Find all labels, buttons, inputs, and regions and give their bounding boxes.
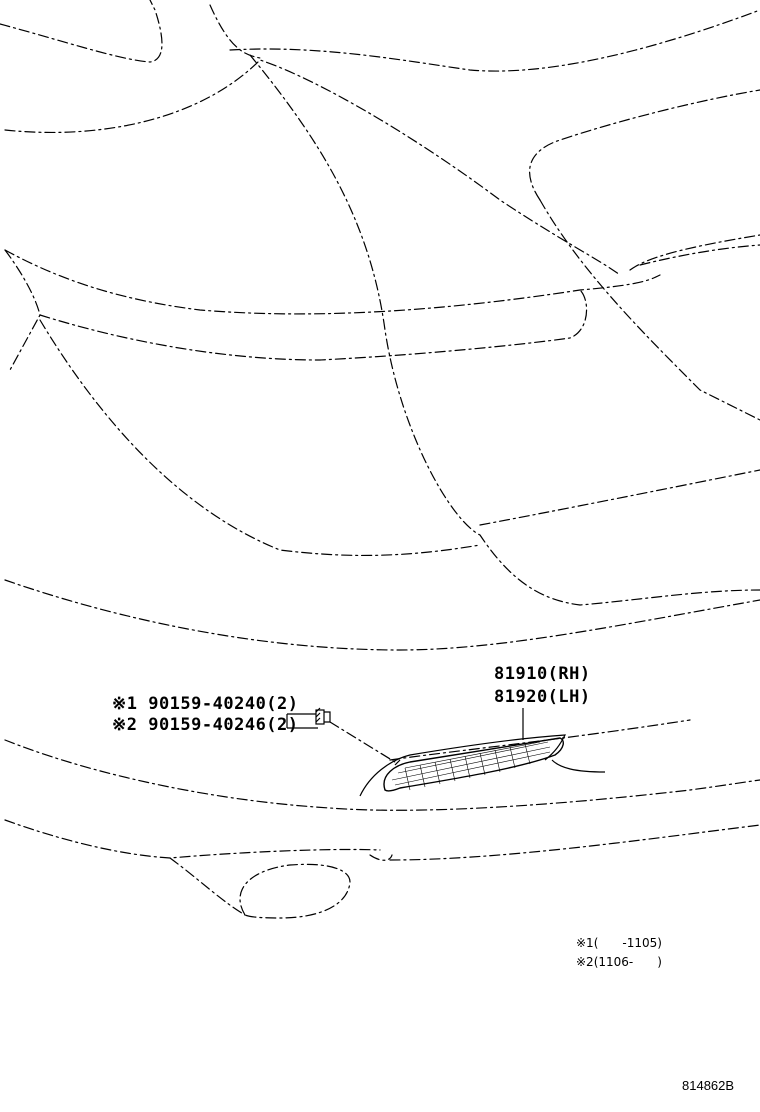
lower-body-curve (39, 319, 481, 557)
roof-contour-line (0, 0, 163, 63)
screw-leader-line (329, 721, 396, 763)
screw-icon (286, 707, 331, 729)
bumper-lower-line (4, 819, 381, 859)
marker-recess-tail (551, 759, 606, 773)
tail-lamp-left-edge (4, 249, 41, 371)
pillar-line-center (249, 54, 760, 606)
tail-lamp-top (4, 249, 661, 315)
trunk-crease (479, 469, 760, 526)
exhaust-tip (239, 863, 351, 919)
bumper-bottom-line (389, 824, 760, 861)
date-note-2: ※2(1106- ) (576, 955, 662, 969)
trunk-lip-lower (639, 244, 760, 266)
screw-part-number-2: ※2 90159-40246(2) (112, 715, 299, 735)
part-number-lh: 81920(LH) (494, 687, 591, 707)
exhaust-recess (169, 857, 246, 916)
bumper-top-line (4, 579, 760, 651)
rear-window-frame (529, 89, 760, 201)
trunk-lip-upper (629, 234, 760, 271)
illustration-id: 814862B (682, 1078, 735, 1093)
shoulder-line (4, 59, 621, 276)
exhaust-hook (369, 854, 393, 861)
side-marker-lamp (383, 737, 564, 792)
roofline-top (229, 9, 760, 72)
date-note-1: ※1( -1105) (576, 936, 662, 950)
pillar-line-left (209, 4, 261, 59)
bumper-upper-edge (4, 739, 760, 811)
part-number-rh: 81910(RH) (494, 664, 591, 684)
rear-window-lower (539, 199, 760, 421)
screw-part-number-1: ※1 90159-40240(2) (112, 694, 299, 714)
tail-lamp-bottom (39, 289, 588, 361)
marker-recess (359, 734, 567, 797)
bumper-middle-line (389, 719, 691, 761)
